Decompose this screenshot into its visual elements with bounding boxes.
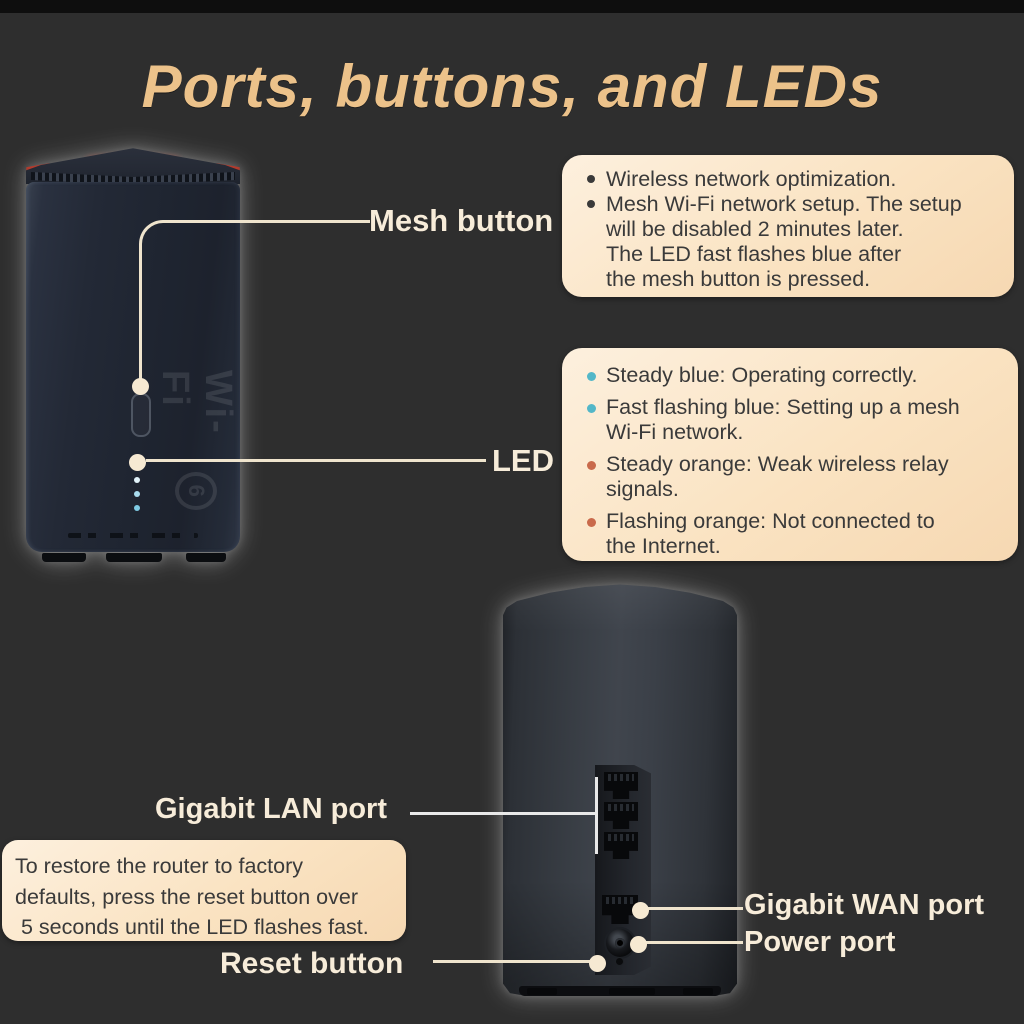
reset-info-box: To restore the router to factory default… bbox=[2, 840, 406, 941]
info-text: Steady orange: Weak wireless relay bbox=[606, 451, 949, 476]
info-text: Wi-Fi network. bbox=[606, 419, 744, 444]
led-indicator-light bbox=[134, 491, 140, 497]
list-item: Flashing orange: Not connected to the In… bbox=[578, 509, 1018, 559]
info-text: will be disabled 2 minutes later. bbox=[606, 216, 904, 241]
bullet-icon bbox=[587, 199, 595, 208]
router-rear-view bbox=[503, 582, 737, 996]
foot bbox=[106, 553, 162, 562]
info-text: 5 seconds until the LED flashes fast. bbox=[15, 915, 369, 940]
mesh-button bbox=[131, 393, 151, 437]
foot bbox=[683, 988, 713, 995]
page-title: Ports, buttons, and LEDs bbox=[141, 53, 883, 121]
power-callout-line bbox=[646, 941, 743, 944]
led-indicator-light bbox=[134, 505, 140, 511]
info-text: the Internet. bbox=[606, 533, 721, 558]
reset-callout-line bbox=[433, 960, 591, 963]
info-text: Mesh Wi-Fi network setup. The setup bbox=[606, 191, 962, 216]
wifi6-logo: Wi-Fi 6 bbox=[154, 370, 239, 510]
wan-callout-dot bbox=[632, 902, 649, 919]
led-label: LED bbox=[492, 443, 554, 478]
mesh-info-box: Wireless network optimization. Mesh Wi-F… bbox=[562, 155, 1014, 297]
info-text: Flashing orange: Not connected to bbox=[606, 508, 935, 533]
orange-bullet-icon bbox=[587, 517, 596, 527]
info-text: To restore the router to factory bbox=[15, 854, 303, 878]
router-front-feet bbox=[36, 551, 230, 562]
info-text: Fast flashing blue: Setting up a mesh bbox=[606, 394, 960, 419]
reset-button-label: Reset button bbox=[220, 947, 404, 980]
router-bottom-vents bbox=[68, 533, 198, 538]
led-info-list: Steady blue: Operating correctly. Fast f… bbox=[578, 363, 1018, 559]
info-text: Wireless network optimization. bbox=[606, 167, 897, 191]
led-callout-dot bbox=[129, 454, 146, 471]
bullet-icon bbox=[587, 175, 595, 183]
list-item: Mesh Wi-Fi network setup. The setup will… bbox=[578, 192, 1014, 292]
info-text: signals. bbox=[606, 476, 679, 501]
led-info-box: Steady blue: Operating correctly. Fast f… bbox=[562, 348, 1018, 561]
list-item: Steady orange: Weak wireless relay signa… bbox=[578, 452, 1018, 502]
blue-bullet-icon bbox=[587, 372, 596, 381]
top-letterbox-bar bbox=[0, 0, 1024, 13]
list-item: Steady blue: Operating correctly. bbox=[578, 363, 1018, 388]
blue-bullet-icon bbox=[587, 403, 596, 413]
mesh-button-callout-line bbox=[139, 220, 370, 390]
mesh-info-list: Wireless network optimization. Mesh Wi-F… bbox=[578, 167, 1014, 292]
foot bbox=[186, 553, 226, 562]
list-item: Wireless network optimization. bbox=[578, 167, 1014, 192]
info-text: defaults, press the reset button over bbox=[15, 884, 359, 909]
power-port-jack bbox=[606, 929, 634, 957]
wan-callout-line bbox=[648, 907, 743, 910]
router-top-vents bbox=[31, 172, 235, 185]
gigabit-lan-port-label: Gigabit LAN port bbox=[155, 793, 387, 825]
orange-bullet-icon bbox=[587, 460, 596, 470]
led-callout-line bbox=[146, 459, 486, 462]
mesh-button-label: Mesh button bbox=[369, 203, 554, 238]
gigabit-wan-port-label: Gigabit WAN port bbox=[744, 889, 985, 921]
power-port-label: Power port bbox=[744, 926, 896, 958]
info-text: The LED fast flashes blue after bbox=[606, 241, 902, 266]
foot bbox=[527, 988, 557, 995]
wifi6-badge-icon: 6 bbox=[175, 471, 217, 510]
router-rear-base bbox=[519, 986, 721, 996]
info-text: the mesh button is pressed. bbox=[606, 266, 871, 291]
foot bbox=[609, 988, 655, 995]
foot bbox=[42, 553, 86, 562]
lan-callout-bracket bbox=[595, 777, 598, 854]
list-item: Fast flashing blue: Setting up a mesh Wi… bbox=[578, 395, 1018, 445]
reset-pinhole bbox=[616, 958, 623, 965]
router-front-view: Wi-Fi 6 bbox=[26, 146, 240, 562]
lan-callout-line bbox=[410, 812, 597, 815]
reset-callout-dot bbox=[589, 955, 606, 972]
mesh-button-callout-dot bbox=[132, 378, 149, 395]
led-indicator-light bbox=[134, 477, 140, 483]
power-callout-dot bbox=[630, 936, 647, 953]
router-front-body bbox=[26, 182, 240, 552]
info-text: Steady blue: Operating correctly. bbox=[606, 363, 918, 387]
